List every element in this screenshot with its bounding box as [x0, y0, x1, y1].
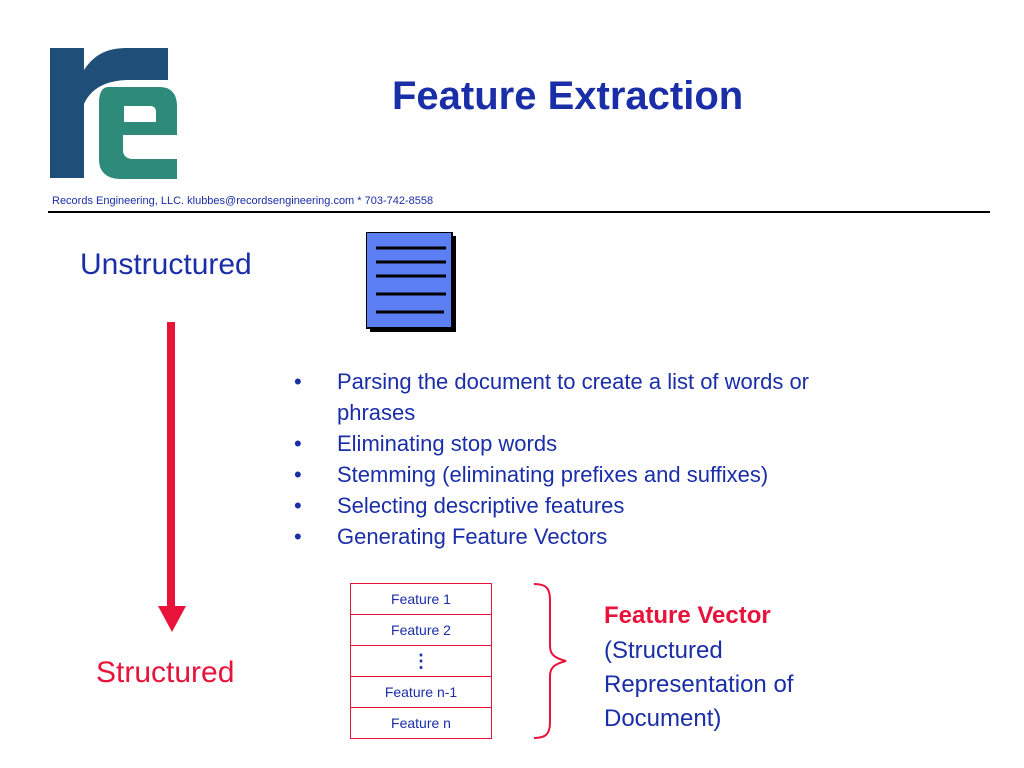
- records-engineering-logo: [50, 48, 179, 181]
- feature-cell: Feature 1: [350, 583, 492, 615]
- feature-cell: Feature n: [350, 707, 492, 739]
- bullet-marker: •: [294, 462, 302, 487]
- structured-label: Structured: [96, 656, 235, 689]
- slide-title: Feature Extraction: [392, 74, 744, 118]
- step-text: Selecting descriptive features: [337, 493, 625, 518]
- bullet-marker: •: [294, 431, 302, 456]
- step-text: Stemming (eliminating prefixes and suffi…: [337, 462, 769, 487]
- right-curly-brace: [533, 583, 567, 739]
- feature-vector-description: (Structured Representation of Document): [604, 637, 794, 732]
- list-item: • Eliminating stop words: [290, 428, 870, 459]
- list-item: • Parsing the document to create a list o…: [290, 366, 870, 428]
- contact-footer-line: Records Engineering, LLC. klubbes@record…: [52, 195, 434, 207]
- list-item: • Stemming (eliminating prefixes and suff…: [290, 459, 870, 490]
- feature-vector-table: Feature 1 Feature 2 ⋮ Feature n-1 Featur…: [350, 583, 492, 739]
- unstructured-to-structured-arrow: [158, 322, 186, 632]
- ellipsis-cell: ⋮: [350, 645, 492, 677]
- feature-cell: Feature 2: [350, 614, 492, 646]
- processing-steps-list: • Parsing the document to create a list o…: [290, 366, 870, 552]
- step-text: Eliminating stop words: [337, 431, 558, 456]
- bullet-marker: •: [294, 524, 302, 549]
- bullet-marker: •: [294, 369, 302, 394]
- list-item: • Selecting descriptive features: [290, 490, 870, 521]
- step-text: Generating Feature Vectors: [337, 524, 608, 549]
- step-text: Parsing the document to create a list of…: [337, 369, 810, 425]
- unstructured-label: Unstructured: [80, 248, 252, 281]
- list-item: • Generating Feature Vectors: [290, 521, 870, 552]
- bullet-marker: •: [294, 493, 302, 518]
- document-icon: [366, 232, 456, 332]
- header-divider: [48, 211, 990, 213]
- feature-cell: Feature n-1: [350, 676, 492, 708]
- feature-vector-title: Feature Vector: [604, 602, 771, 629]
